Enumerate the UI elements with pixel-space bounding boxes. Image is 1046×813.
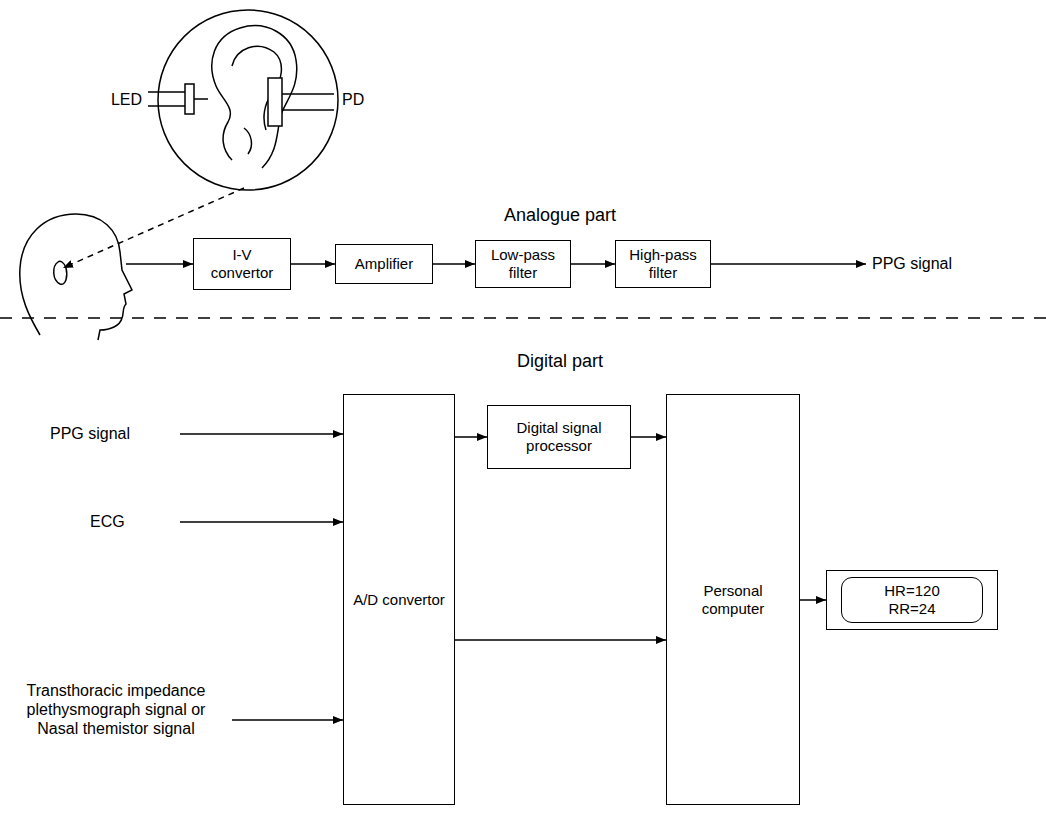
signal-arrow [631,436,666,438]
box-label: High-pass filter [622,246,704,282]
led-lead [148,91,185,93]
display-reading: HR=120 RR=24 [881,582,943,618]
section-heading: Analogue part [460,206,660,225]
pd-lead [282,93,334,95]
box-label: I-V convertor [200,246,284,282]
signal-name: PPG signal [50,424,130,443]
signal-arrow [291,263,335,265]
input-arrow [180,521,343,523]
signal-arrow [800,599,826,601]
signal-name: PPG signal [872,254,952,273]
section-heading: Digital part [460,352,660,371]
ear-in-head [54,261,67,284]
process-box: Digital signal processor [487,405,631,469]
ear-lobe [244,128,251,154]
head-profile [20,214,132,340]
process-box: High-pass filter [615,240,711,288]
process-box: A/D convertor [343,394,455,805]
signal-arrow [433,263,475,265]
led-lead [148,105,185,107]
signal-name: Transthoracic impedance plethysmograph s… [4,681,228,738]
magnifier-circle [158,10,338,190]
component-label: PD [342,90,364,109]
ppg-output-arrow [711,263,866,265]
section-separator [0,317,1046,319]
box-label: A/D convertor [353,591,445,609]
display-box: HR=120 RR=24 [826,570,998,630]
process-box: Low-pass filter [475,240,571,288]
input-arrow [180,433,343,435]
photodiode-body [268,78,282,126]
box-label: Personal computer [673,582,793,618]
box-label: Low-pass filter [482,246,564,282]
box-label: Digital signal processor [494,419,624,455]
process-box: I-V convertor [193,238,291,290]
component-label: LED [100,90,142,109]
head-outline [20,214,132,340]
process-box: Personal computer [666,394,800,805]
signal-arrow [455,639,666,641]
signal-arrow [455,436,487,438]
led-body [185,84,194,114]
ear-closeup [148,10,338,190]
pd-lead [282,109,334,111]
sensor-output-arrow [126,263,193,265]
ear-outline [212,26,297,168]
ear-inner-fold [232,46,281,130]
led-lens [194,98,208,100]
display-screen: HR=120 RR=24 [841,577,983,623]
input-arrow [232,719,343,721]
box-label: Amplifier [355,255,413,273]
process-box: Amplifier [335,244,433,284]
signal-arrow [571,263,615,265]
signal-name: ECG [90,512,125,531]
